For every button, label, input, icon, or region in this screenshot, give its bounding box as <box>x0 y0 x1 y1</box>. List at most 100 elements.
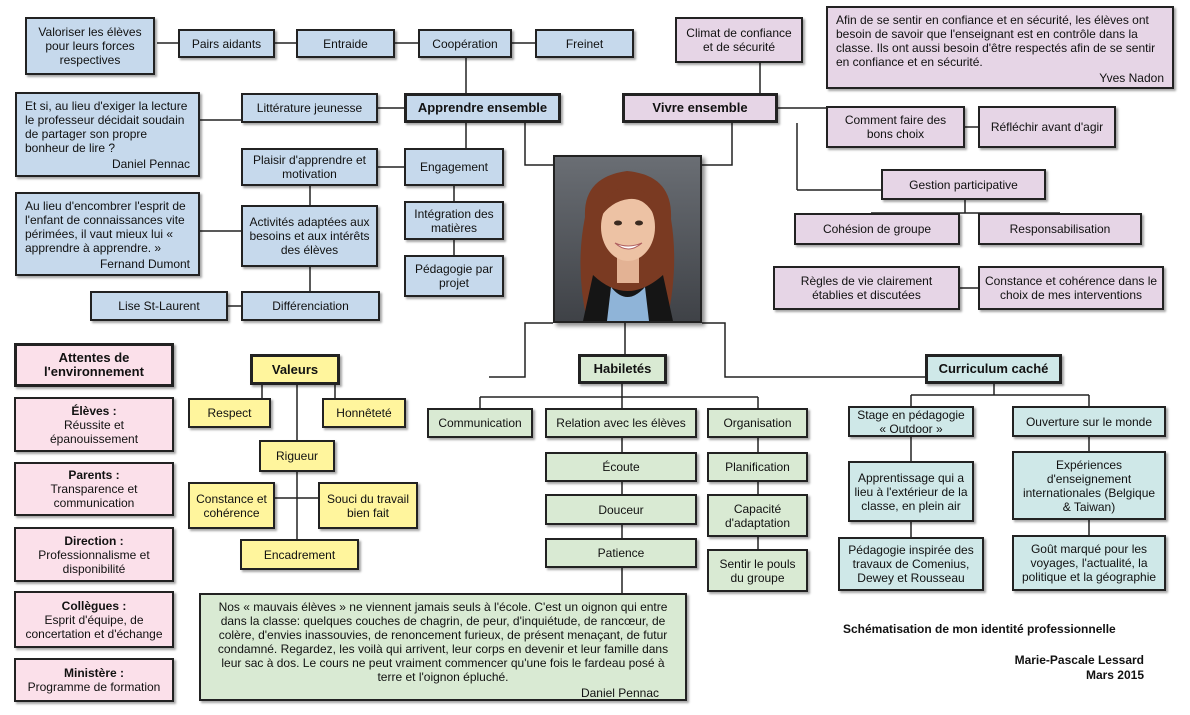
honnetete-box: Honnêteté <box>322 398 406 428</box>
gestion-label: Gestion participative <box>909 177 1018 192</box>
relation-box: Relation avec les élèves <box>545 408 697 438</box>
regles-box: Règles de vie clairement établies et dis… <box>773 266 960 310</box>
attente-direction-body: Professionnalisme et disponibilité <box>38 547 150 576</box>
valoriser-label: Valoriser les élèves pour leurs forces r… <box>38 25 142 67</box>
activites-box: Activités adaptées aux besoins et aux in… <box>241 205 378 267</box>
quote-nadon: Afin de se sentir en confiance et en séc… <box>826 6 1174 89</box>
douceur-label: Douceur <box>598 502 644 517</box>
apprendre-ensemble-label: Apprendre ensemble <box>417 100 548 115</box>
respect-label: Respect <box>207 406 252 420</box>
valoriser-box: Valoriser les élèves pour leurs forces r… <box>25 17 155 75</box>
cohesion-label: Cohésion de groupe <box>822 222 932 236</box>
cooperation-box: Coopération <box>418 29 512 58</box>
attente-parents-head: Parents : <box>68 468 120 482</box>
apprentissage-label: Apprentissage qui a lieu à l'extérieur d… <box>854 470 968 513</box>
patience-box: Patience <box>545 538 697 568</box>
quote-pennac-oignon-text: Nos « mauvais élèves » ne viennent jamai… <box>217 600 669 684</box>
curriculum-box: Curriculum caché <box>925 354 1062 384</box>
adaptation-label: Capacité d'adaptation <box>724 501 790 530</box>
portrait-photo <box>553 155 702 323</box>
freinet-box: Freinet <box>535 29 634 58</box>
caption-title: Schématisation de mon identité professio… <box>843 622 1116 636</box>
caption-author: Marie-Pascale Lessard <box>1014 653 1144 667</box>
quote-pennac-reading: Et si, au lieu d'exiger la lecture le pr… <box>15 92 200 177</box>
experiences-label: Expériences d'enseignement international… <box>1022 457 1156 514</box>
communication-box: Communication <box>427 408 533 438</box>
portrait-illustration <box>555 157 700 321</box>
activites-label: Activités adaptées aux besoins et aux in… <box>249 215 370 257</box>
differenciation-box: Différenciation <box>241 291 380 321</box>
plaisir-box: Plaisir d'apprendre et motivation <box>241 148 378 186</box>
stage-box: Stage en pédagogie « Outdoor » <box>848 406 974 437</box>
pouls-box: Sentir le pouls du groupe <box>707 549 808 592</box>
patience-label: Patience <box>597 546 645 560</box>
lise-box: Lise St-Laurent <box>90 291 228 321</box>
quote-pennac-oignon-author: Daniel Pennac <box>580 686 659 700</box>
pedagogie-projet-label: Pédagogie par projet <box>414 262 494 290</box>
quote-pennac-reading-text: Et si, au lieu d'exiger la lecture le pr… <box>25 99 188 155</box>
constance-coherence-box: Constance et cohérence <box>188 482 275 529</box>
ecoute-label: Écoute <box>602 460 640 474</box>
relation-label: Relation avec les élèves <box>556 416 686 430</box>
quote-dumont: Au lieu d'encombrer l'esprit de l'enfant… <box>15 192 200 276</box>
habiletes-box: Habiletés <box>578 354 667 384</box>
attente-collegues-body: Esprit d'équipe, de concertation et d'éc… <box>25 612 163 641</box>
ouverture-box: Ouverture sur le monde <box>1012 406 1166 437</box>
engagement-label: Engagement <box>419 160 489 174</box>
quote-dumont-text: Au lieu d'encombrer l'esprit de l'enfant… <box>25 199 186 255</box>
quote-nadon-text: Afin de se sentir en confiance et en séc… <box>836 13 1156 69</box>
gout-label: Goût marqué pour les voyages, l'actualit… <box>1021 542 1157 584</box>
attente-direction-box: Direction :Professionnalisme et disponib… <box>14 527 174 582</box>
stage-label: Stage en pédagogie « Outdoor » <box>857 407 965 436</box>
integration-box: Intégration des matières <box>404 201 504 240</box>
adaptation-box: Capacité d'adaptation <box>707 494 808 537</box>
bons-choix-label: Comment faire des bons choix <box>844 113 947 141</box>
curriculum-label: Curriculum caché <box>938 361 1049 376</box>
attentes-label: Attentes de l'environnement <box>44 350 144 379</box>
attentes-box: Attentes de l'environnement <box>14 343 174 387</box>
quote-pennac-oignon: Nos « mauvais élèves » ne viennent jamai… <box>199 593 687 701</box>
cooperation-label: Coopération <box>432 36 498 51</box>
vivre-ensemble-label: Vivre ensemble <box>652 100 748 115</box>
freinet-label: Freinet <box>565 36 604 51</box>
responsabilisation-label: Responsabilisation <box>1009 222 1111 236</box>
bons-choix-box: Comment faire des bons choix <box>826 106 965 148</box>
attente-parents-body: Transparence et communication <box>50 482 138 510</box>
entraide-label: Entraide <box>323 36 368 51</box>
attente-parents-box: Parents :Transparence et communication <box>14 462 174 516</box>
constance-coherence-label: Constance et cohérence <box>196 491 267 520</box>
entraide-box: Entraide <box>296 29 395 58</box>
apprendre-ensemble-box: Apprendre ensemble <box>404 93 561 123</box>
lise-label: Lise St-Laurent <box>118 299 200 313</box>
reflechir-label: Réfléchir avant d'agir <box>990 120 1104 134</box>
pairs-aidants-box: Pairs aidants <box>178 29 275 58</box>
responsabilisation-box: Responsabilisation <box>978 213 1142 245</box>
valeurs-box: Valeurs <box>250 354 340 385</box>
quote-nadon-author: Yves Nadon <box>1099 71 1164 85</box>
habiletes-label: Habiletés <box>593 361 652 376</box>
apprentissage-box: Apprentissage qui a lieu à l'extérieur d… <box>848 461 974 522</box>
respect-box: Respect <box>188 398 271 428</box>
quote-pennac-reading-author: Daniel Pennac <box>111 157 190 171</box>
communication-label: Communication <box>438 416 522 430</box>
encadrement-box: Encadrement <box>240 539 359 570</box>
rigueur-label: Rigueur <box>275 449 319 463</box>
litterature-box: Littérature jeunesse <box>241 93 378 123</box>
plaisir-label: Plaisir d'apprendre et motivation <box>252 153 367 181</box>
attente-ministere-body: Programme de formation <box>27 680 161 694</box>
climat-label: Climat de confiance et de sécurité <box>686 26 792 54</box>
souci-box: Souci du travail bien fait <box>318 482 418 529</box>
pouls-label: Sentir le pouls du groupe <box>719 556 796 585</box>
attente-collegues-head: Collègues : <box>61 598 127 613</box>
pedagogie-inspiree-label: Pédagogie inspirée des travaux de Comeni… <box>848 543 974 585</box>
organisation-label: Organisation <box>723 416 792 430</box>
constance-interventions-box: Constance et cohérence dans le choix de … <box>978 266 1164 310</box>
integration-label: Intégration des matières <box>414 206 494 235</box>
encadrement-label: Encadrement <box>263 547 336 562</box>
attente-ministere-head: Ministère : <box>63 666 124 680</box>
gestion-box: Gestion participative <box>881 169 1046 200</box>
planification-box: Planification <box>707 452 808 482</box>
attente-eleves-box: Élèves :Réussite et épanouissement <box>14 397 174 452</box>
douceur-box: Douceur <box>545 494 697 525</box>
rigueur-box: Rigueur <box>259 440 335 472</box>
